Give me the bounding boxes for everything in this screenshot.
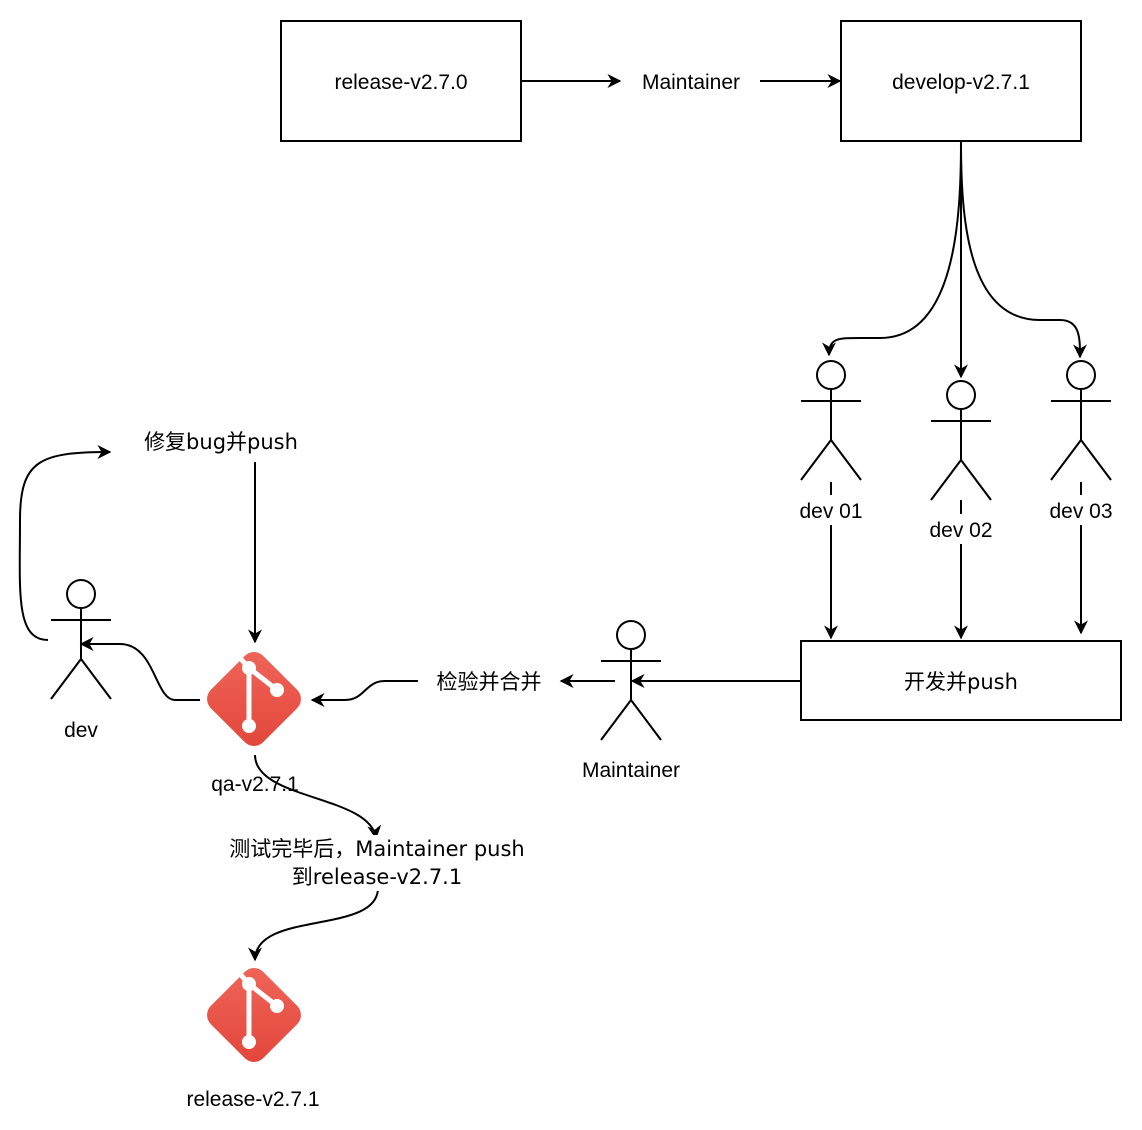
develop-v271-box [840,20,1082,142]
qa-v271-node: qa-v2.7.1 [202,647,307,796]
actor-icon [66,579,96,609]
develop-v271-label: develop-v2.7.1 [892,71,1030,94]
release-v271-label: release-v2.7.1 [186,1088,319,1111]
after-test-label-line2: 到release-v2.7.1 [292,865,462,889]
edge-dev-to-fix [18,445,112,641]
fix-bug-label-bg [135,426,309,458]
maintainer-mid-label: Maintainer [582,759,680,782]
edge-after-test-to-release [248,887,379,962]
qa-v271-label: qa-v2.7.1 [211,773,299,796]
fix-bug-label: 修复bug并push [144,430,298,454]
dev03-label-bg [1040,495,1122,525]
release-v271-node: release-v2.7.1 [186,963,320,1111]
develop-push-box [800,640,1122,721]
after-test-label-line1: 测试完毕后，Maintainer push [229,837,525,861]
check-merge-label: 检验并合并 [437,670,542,694]
actor-dev03: dev 03 [1040,360,1122,525]
dev-label: dev [64,719,98,742]
actor-dev02: dev 02 [920,380,1002,544]
release-v270-box [280,20,522,142]
dev02-label: dev 02 [929,519,992,542]
dev01-label-bg [790,495,872,525]
dev03-label: dev 03 [1049,500,1112,523]
git-icon [202,647,307,752]
after-test-label-bg [214,835,540,891]
git-icon [202,963,307,1068]
develop-push-label: 开发并push [904,670,1018,694]
check-merge-label-bg [420,666,558,698]
dev01-label: dev 01 [799,500,862,523]
maintainer-top-label-bg [622,62,760,100]
edge-check-to-qa [310,680,418,707]
actor-icon [616,620,646,650]
actor-icon [946,380,976,410]
actor-icon [816,360,846,390]
edge-qa-to-dev [79,637,200,701]
actor-dev: dev [50,579,112,742]
dev02-label-bg [920,514,1002,544]
actor-icon [1066,360,1096,390]
edge-develop-to-dev03 [960,141,1087,359]
release-v270-label: release-v2.7.0 [334,71,467,94]
edge-qa-to-after-test [254,754,382,840]
actor-dev01: dev 01 [790,360,872,525]
maintainer-top-label: Maintainer [642,71,740,94]
edge-develop-to-dev01 [822,141,962,357]
actor-maintainer-mid: Maintainer [582,620,680,782]
